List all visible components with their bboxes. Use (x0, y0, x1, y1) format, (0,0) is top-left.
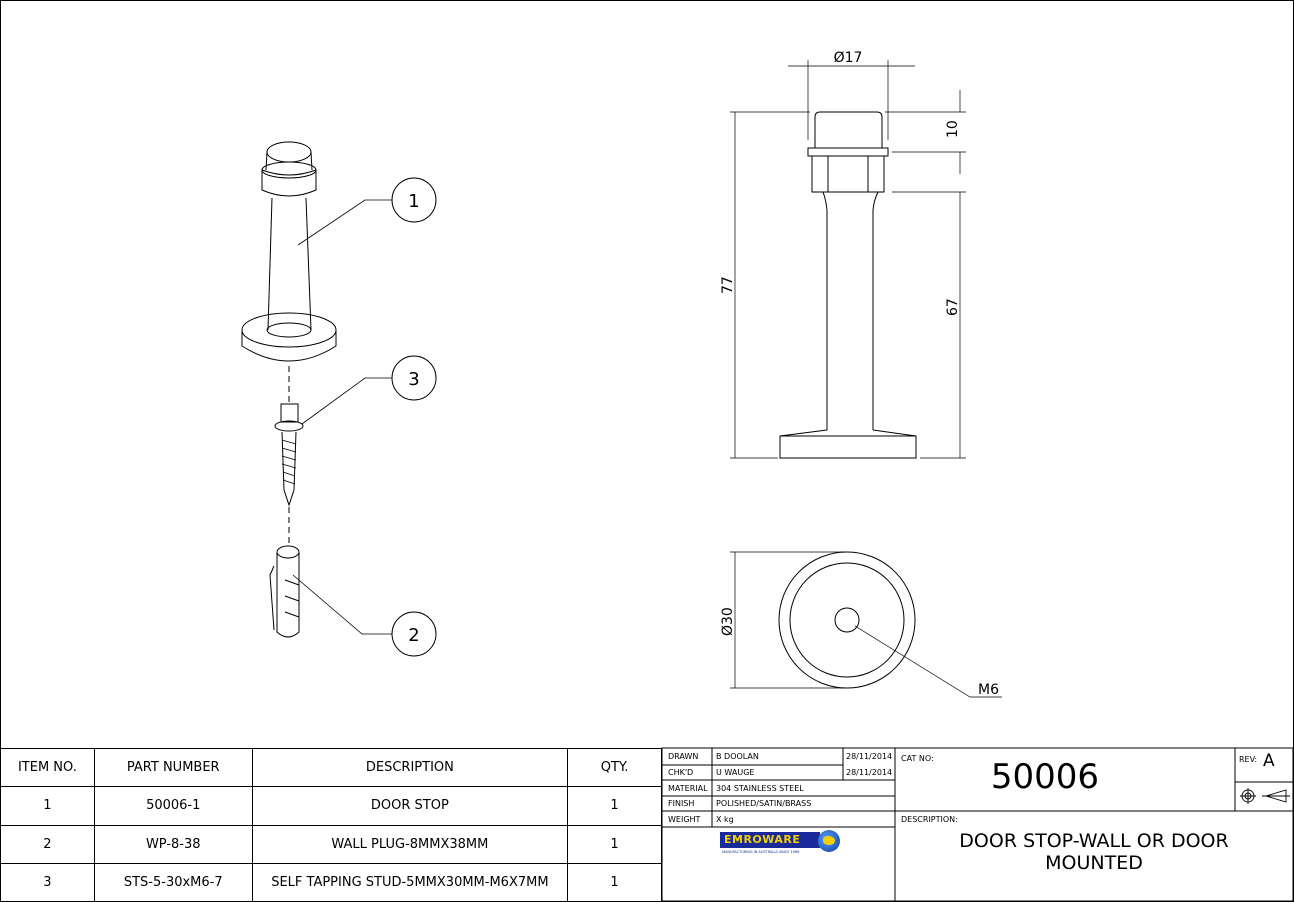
dim-diameter-30: Ø30 (720, 607, 736, 636)
isometric-view: 1 3 2 (241, 141, 437, 657)
door-stop-iso (241, 141, 337, 362)
material: 304 STAINLESS STEEL (716, 784, 804, 793)
finish: POLISHED/SATIN/BRASS (716, 799, 812, 808)
logo-text: EMROWARE (724, 833, 801, 846)
balloon-3: 3 (301, 355, 437, 425)
description-line-2: MOUNTED (1045, 852, 1143, 874)
dim-height-77: 77 (720, 276, 736, 294)
dim-thread-m6: M6 (978, 682, 999, 698)
balloon-label: 1 (408, 191, 419, 212)
emroware-logo: EMROWARE MANUFACTURING IN AUSTRALIA SINC… (720, 830, 842, 858)
title-block-grid (661, 747, 1294, 902)
weight-label: WEIGHT (668, 815, 701, 824)
front-view: Ø17 10 77 67 (720, 50, 966, 459)
stud-iso (274, 403, 304, 507)
table-row: 3 STS-5-30xM6-7 SELF TAPPING STUD-5MMX30… (0, 862, 662, 902)
checked-by: U WAUGE (716, 768, 755, 777)
drawn-by: B DOOLAN (716, 752, 759, 761)
balloon-label: 3 (408, 369, 419, 390)
checked-label: CHK'D (668, 768, 694, 777)
rev-label: REV: (1239, 755, 1258, 764)
wall-plug-iso (269, 545, 300, 638)
revision: A (1263, 751, 1275, 771)
description: WALL PLUG-8MMX38MM (251, 824, 569, 864)
logo-tagline: MANUFACTURING IN AUSTRALIA SINCE 1968 (722, 850, 800, 854)
top-view: Ø30 M6 (720, 551, 1002, 698)
bill-of-materials: ITEM NO. PART NUMBER DESCRIPTION QTY. 1 … (0, 747, 662, 902)
checked-date: 28/11/2014 (846, 768, 893, 777)
drawn-date: 28/11/2014 (846, 752, 893, 761)
table-row: 2 WP-8-38 WALL PLUG-8MMX38MM 1 (0, 824, 662, 864)
weight: X kg (716, 815, 734, 824)
table-row: 1 50006-1 DOOR STOP 1 (0, 786, 662, 826)
cat-no: 50006 (990, 757, 1100, 797)
qty: 1 (567, 786, 662, 826)
header-qty: QTY. (567, 747, 662, 788)
qty: 1 (567, 824, 662, 864)
dim-height-10: 10 (945, 120, 961, 138)
description-line-1: DOOR STOP-WALL OR DOOR (959, 830, 1229, 852)
item-no: 3 (0, 862, 95, 902)
description: SELF TAPPING STUD-5MMX30MM-M6X7MM (251, 862, 569, 902)
header-part-number: PART NUMBER (93, 747, 253, 788)
balloon-label: 2 (408, 625, 419, 646)
qty: 1 (567, 862, 662, 902)
part-number: STS-5-30xM6-7 (93, 862, 253, 902)
drawn-label: DRAWN (668, 752, 699, 761)
material-label: MATERIAL (668, 784, 708, 793)
part-number: 50006-1 (93, 786, 253, 826)
header-description: DESCRIPTION (251, 747, 569, 788)
part-number: WP-8-38 (93, 824, 253, 864)
description: DOOR STOP (251, 786, 569, 826)
finish-label: FINISH (668, 799, 695, 808)
dim-height-67: 67 (945, 298, 961, 316)
dim-diameter-17: Ø17 (834, 50, 863, 66)
bom-header-row: ITEM NO. PART NUMBER DESCRIPTION QTY. (0, 747, 662, 788)
projection-symbol-icon (1240, 788, 1290, 804)
balloon-2: 2 (292, 574, 437, 657)
item-no: 1 (0, 786, 95, 826)
header-item-no: ITEM NO. (0, 747, 95, 788)
item-no: 2 (0, 824, 95, 864)
cat-no-label: CAT NO: (901, 754, 934, 763)
balloon-1: 1 (297, 177, 437, 246)
description-label: DESCRIPTION: (901, 815, 958, 824)
